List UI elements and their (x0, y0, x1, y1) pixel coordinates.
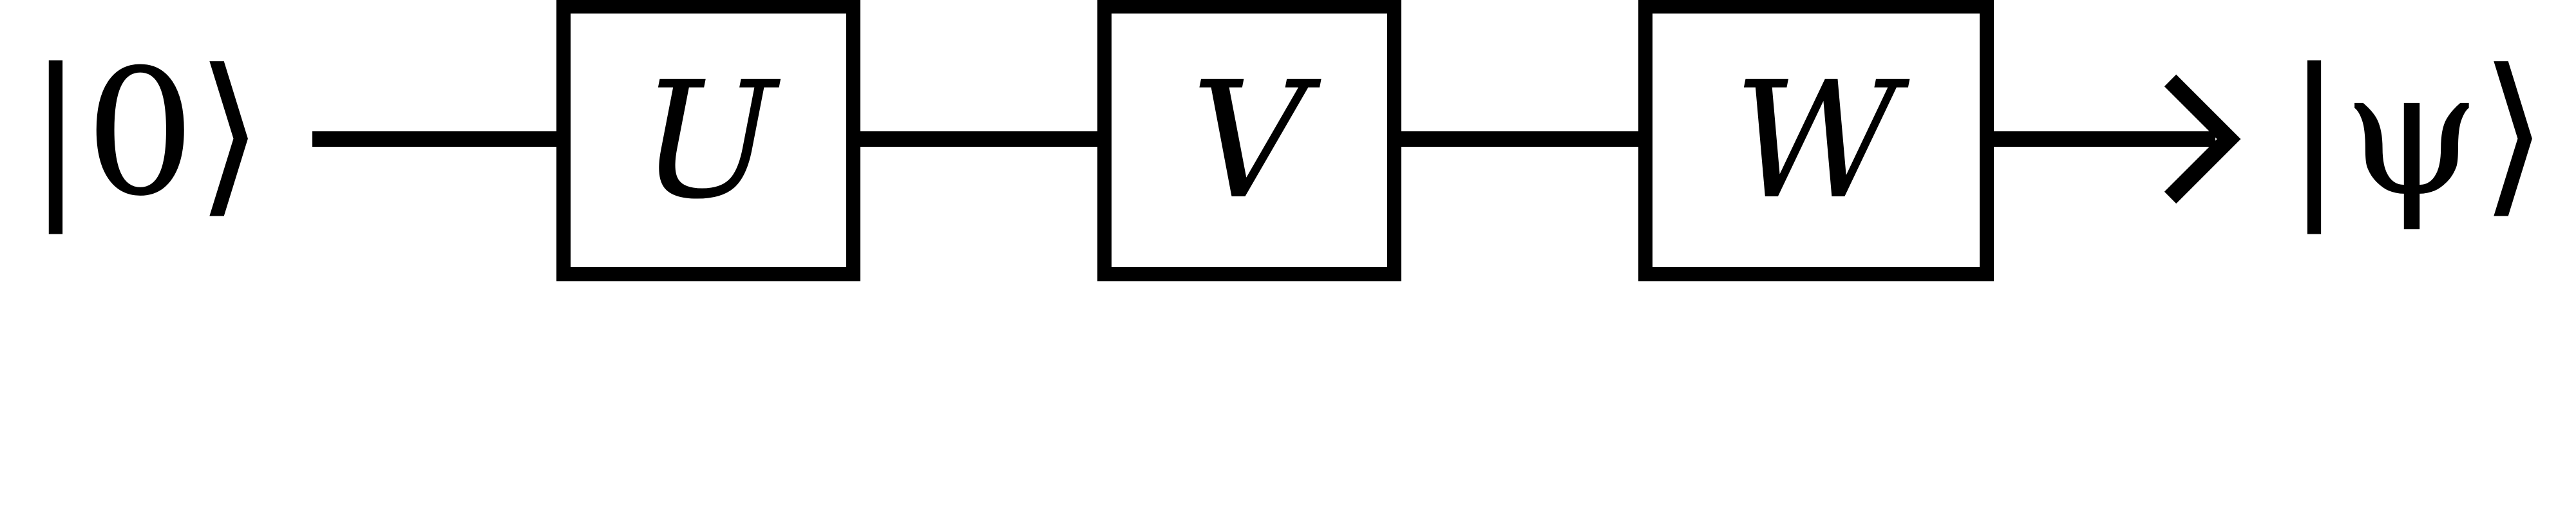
gate-box-v (1097, 0, 1401, 281)
gate-box-w (1638, 0, 1994, 281)
output-state-ket: |ψ⟩ (2285, 32, 2548, 237)
gate-box-u (556, 0, 860, 281)
input-state-ket: |0⟩ (26, 32, 263, 237)
output-arrow-head (2164, 74, 2241, 204)
gate-label-u: U (641, 47, 781, 234)
gate-label-w: W (1734, 47, 1910, 234)
gate-label-v: V (1191, 47, 1321, 234)
